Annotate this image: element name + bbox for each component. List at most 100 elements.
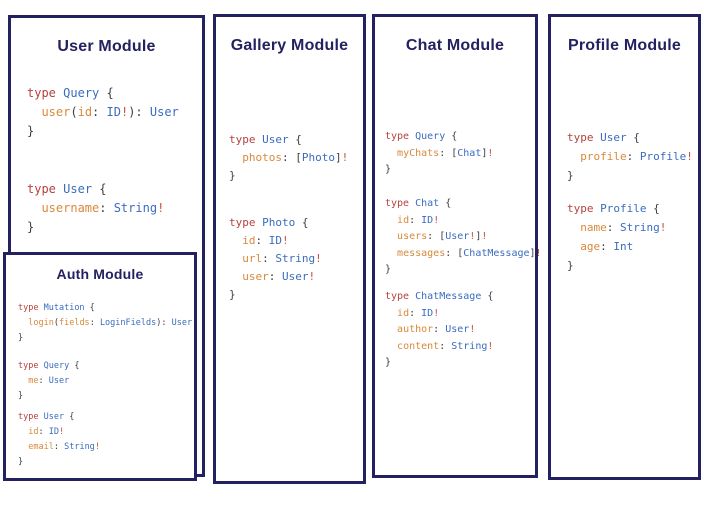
code-token: ! [308, 270, 316, 283]
code-block-auth-query: type Query { me: User} [18, 359, 79, 404]
module-title-gallery: Gallery Module [230, 37, 349, 54]
code-token: { [481, 291, 494, 302]
code-line: type Query { [18, 359, 79, 374]
code-token [18, 427, 28, 437]
code-token: user [242, 270, 269, 283]
code-token: ID [268, 234, 282, 247]
code-token: user [41, 105, 71, 119]
code-token: } [27, 124, 35, 138]
code-line: type Query { [385, 129, 493, 146]
code-line: content: String! [385, 339, 493, 356]
code-token: url [242, 252, 263, 265]
code-block-user-user: type User { username: String!} [27, 180, 164, 237]
code-token [567, 150, 580, 163]
code-token: User [149, 105, 179, 119]
code-line: type User { [229, 131, 348, 149]
code-token: type [18, 412, 39, 422]
code-token: type [385, 291, 410, 302]
code-line: type ChatMessage { [385, 289, 493, 306]
code-token: User [171, 318, 193, 328]
code-token: : [262, 252, 276, 265]
code-token [385, 215, 397, 226]
module-title-profile: Profile Module [567, 37, 682, 54]
code-token: Query [43, 361, 70, 371]
code-line: id: ID! [18, 425, 100, 440]
code-token: User [445, 324, 470, 335]
code-token: Photo [262, 216, 296, 229]
code-token: ! [469, 231, 476, 242]
code-token: : [38, 376, 49, 386]
code-line: type User { [18, 410, 100, 425]
code-line: profile: Profile! [567, 147, 693, 166]
code-token: User [43, 412, 65, 422]
code-token: Chat [415, 198, 440, 209]
code-token: : [89, 318, 100, 328]
code-block-profile-user: type User { profile: Profile!} [567, 128, 693, 185]
code-token: { [445, 131, 458, 142]
code-token: { [92, 182, 107, 196]
code-line: username: String! [27, 199, 164, 218]
code-token: : [409, 307, 422, 319]
code-token: String [275, 252, 316, 265]
code-token: author [397, 324, 434, 335]
code-token: String [451, 340, 488, 352]
code-token [567, 221, 580, 234]
code-line: email: String! [18, 440, 100, 455]
code-token [18, 442, 28, 452]
code-block-auth-mutation: type Mutation { login(fields: LoginField… [18, 301, 192, 346]
code-token: { [288, 133, 302, 146]
code-token: ! [157, 201, 165, 215]
code-token: ! [686, 150, 693, 163]
code-token: type [385, 131, 410, 142]
code-token: : [255, 234, 269, 247]
code-token: } [18, 391, 24, 401]
code-token [18, 318, 28, 328]
code-token: } [385, 264, 392, 275]
code-token [385, 231, 397, 242]
code-token: ! [59, 427, 65, 437]
code-token: : [ [282, 151, 302, 164]
code-block-chat-chatmessage: type ChatMessage { id: ID! author: User!… [385, 289, 493, 372]
module-card-profile: Profile Module type User { profile: Prof… [548, 14, 701, 480]
code-token: type [229, 216, 256, 229]
code-line: } [567, 166, 693, 185]
code-line: name: String! [567, 218, 666, 237]
code-token: myChats [397, 147, 440, 159]
code-line: type Photo { [229, 214, 322, 232]
code-line: id: ID! [385, 213, 542, 230]
code-token: login [28, 318, 54, 328]
code-token: : [53, 442, 65, 452]
code-token: ! [659, 221, 667, 234]
code-token: { [84, 303, 95, 313]
code-token [229, 252, 242, 265]
code-token: User [63, 182, 93, 196]
code-token: ( [70, 105, 78, 119]
code-token: ! [94, 442, 100, 452]
code-token: : [626, 150, 640, 163]
code-token: User [262, 133, 289, 146]
code-token: ! [535, 247, 542, 259]
code-token: ] [481, 147, 488, 159]
code-line: } [18, 389, 79, 404]
code-token: content [397, 340, 440, 352]
code-line: } [385, 162, 493, 179]
code-token: ! [487, 147, 494, 159]
code-token [229, 151, 242, 164]
code-token [27, 105, 41, 119]
code-line: url: String! [229, 250, 322, 268]
code-line: age: Int [567, 237, 666, 256]
code-token: Photo [301, 151, 335, 164]
code-token: ] [475, 231, 482, 242]
code-block-profile-profile: type Profile { name: String! age: Int} [567, 199, 666, 275]
code-line: author: User! [385, 322, 493, 339]
code-line: } [18, 455, 100, 470]
code-token: me [28, 376, 39, 386]
code-token: ): [156, 318, 172, 328]
code-token: type [27, 86, 56, 100]
code-line: id: ID! [229, 232, 322, 250]
code-token: } [27, 220, 35, 234]
code-token: type [18, 361, 39, 371]
code-token: ( [53, 318, 59, 328]
code-token: type [567, 131, 594, 144]
